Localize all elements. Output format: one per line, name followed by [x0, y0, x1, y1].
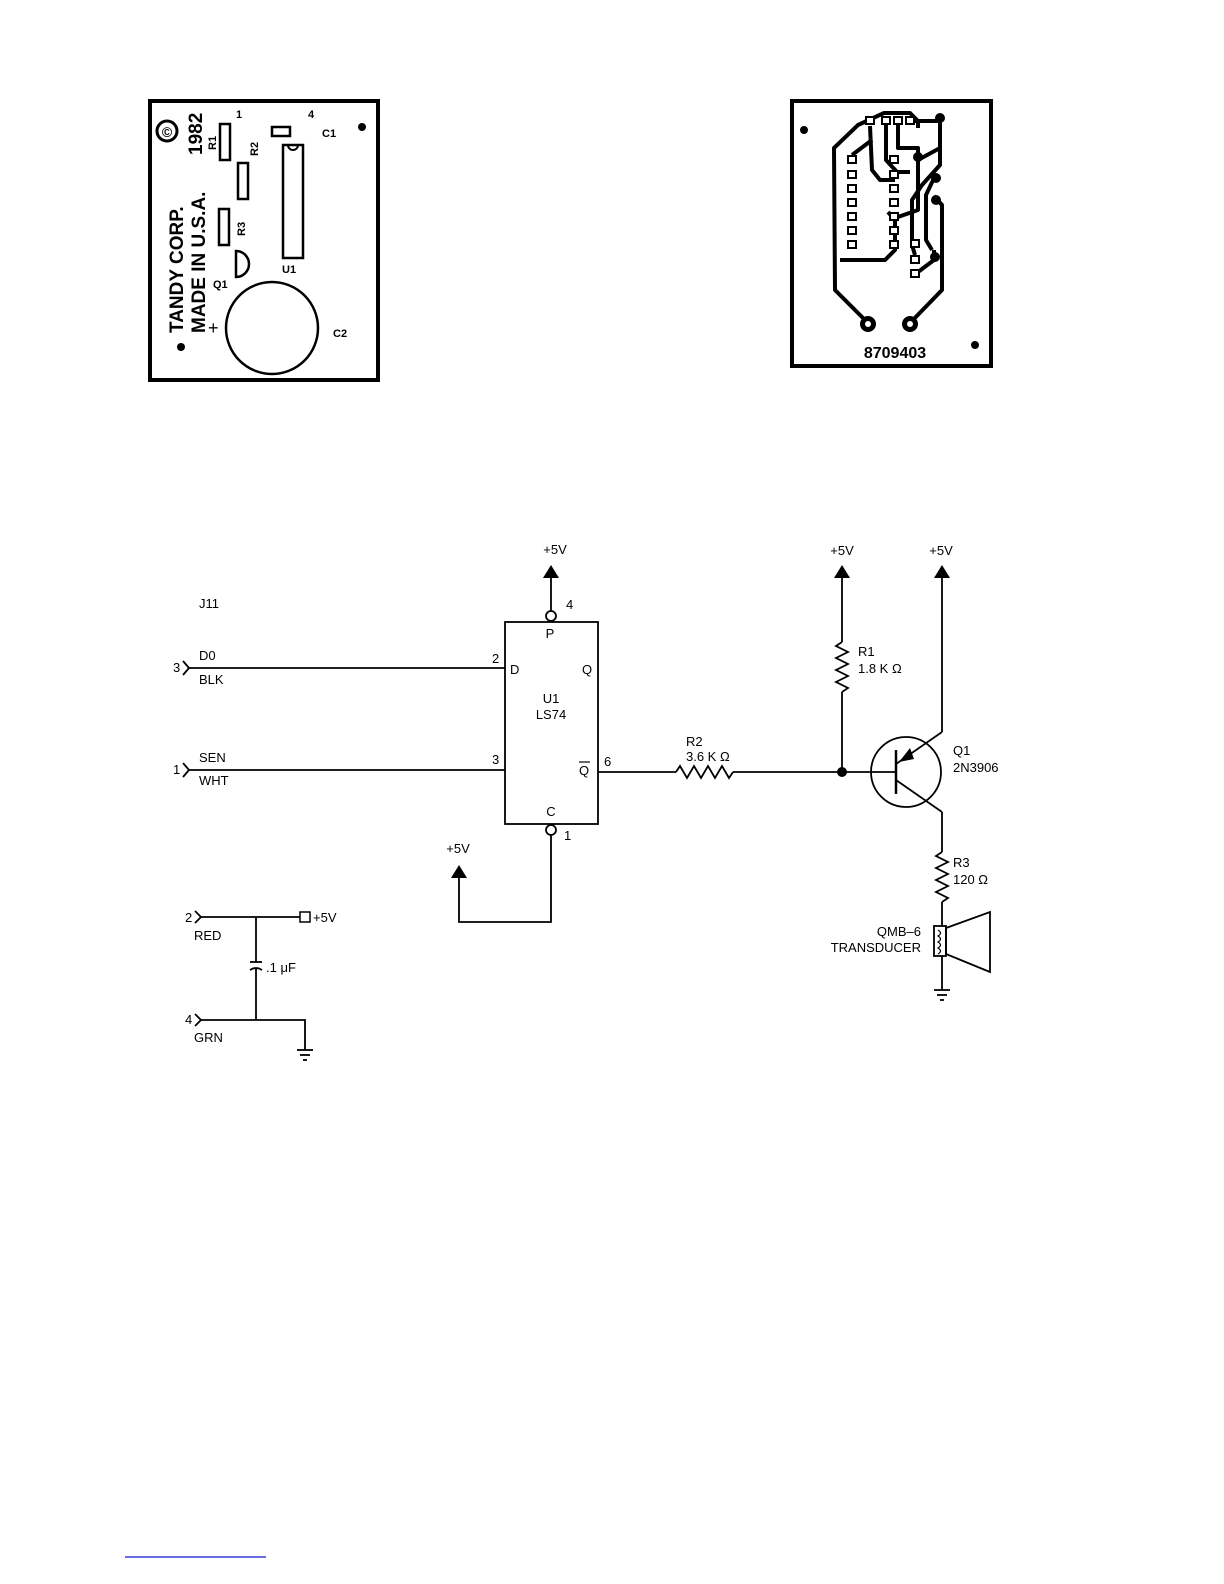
- transducer-label: TRANSDUCER: [831, 940, 921, 955]
- supply-arrow-icon: [934, 565, 950, 578]
- pin-d0-signal: D0: [199, 648, 216, 663]
- board-u1-label: U1: [282, 264, 296, 276]
- mounting-hole: [358, 123, 366, 131]
- pin-sen-number: 1: [173, 762, 180, 777]
- r3-footprint: [219, 209, 229, 245]
- q1-name: Q1: [953, 743, 970, 758]
- ground-icon: [934, 990, 950, 1000]
- c2-footprint: [226, 282, 318, 374]
- supply-arrow-icon: [834, 565, 850, 578]
- mounting-hole: [971, 341, 979, 349]
- board-plus-label: +: [208, 318, 219, 338]
- supply-arrow-icon: [543, 565, 559, 578]
- r3-resistor-icon: [936, 852, 948, 902]
- board-origin: MADE IN U.S.A.: [189, 192, 210, 333]
- board-pin1-label: 1: [236, 109, 242, 121]
- copyright-symbol: ©: [162, 124, 173, 140]
- connector-pin-4-icon: [195, 1014, 201, 1026]
- r3-value: 120 Ω: [953, 872, 988, 887]
- supply-clear-label: +5V: [446, 841, 470, 856]
- r1-name: R1: [858, 644, 875, 659]
- connector-pin-3-icon: [183, 661, 189, 675]
- u1-part: LS74: [536, 707, 566, 722]
- schematic: J11 3 D0 BLK 2 1 SEN WHT 3 P D Q U1 LS74…: [173, 542, 999, 1060]
- mounting-hole: [800, 126, 808, 134]
- supply-terminal-icon: [300, 912, 310, 922]
- r2-resistor-icon: [676, 766, 733, 778]
- r1-value: 1.8 K Ω: [858, 661, 902, 676]
- r2-footprint: [238, 163, 248, 199]
- component-board: © 1982 TANDY CORP. MADE IN U.S.A. R1 1 R…: [150, 101, 378, 380]
- wire-clear: [459, 835, 551, 922]
- pin-red-number: 2: [185, 910, 192, 925]
- connector-pin-2-icon: [195, 911, 201, 923]
- connector-pin-1-icon: [183, 763, 189, 777]
- u1-pin-d-number: 2: [492, 651, 499, 666]
- u1-pin-clk-number: 3: [492, 752, 499, 767]
- board-q1-label: Q1: [213, 279, 228, 291]
- u1-preset-bubble: [546, 611, 556, 621]
- u1-pin-c-number: 1: [564, 828, 571, 843]
- pin-d0-wire: BLK: [199, 672, 224, 687]
- pin-grn-wire: GRN: [194, 1030, 223, 1045]
- u1-pin-qbar-label: Q: [579, 763, 589, 778]
- supply-r1-label: +5V: [830, 543, 854, 558]
- mounting-hole: [177, 343, 185, 351]
- r2-name: R2: [686, 734, 703, 749]
- speaker-icon: [946, 912, 990, 972]
- u1-pin-qbar-number: 6: [604, 754, 611, 769]
- ic-pads: [848, 117, 919, 277]
- pin-sen-signal: SEN: [199, 750, 226, 765]
- capacitor-value: .1 μF: [266, 960, 296, 975]
- r1-footprint: [220, 124, 230, 160]
- pin-grn-number: 4: [185, 1012, 192, 1027]
- q1-footprint: [236, 251, 249, 277]
- u1-name: U1: [543, 691, 560, 706]
- r3-name: R3: [953, 855, 970, 870]
- u1-ls74: [505, 622, 598, 824]
- pin-d0-number: 3: [173, 660, 180, 675]
- board-maker: TANDY CORP.: [167, 206, 188, 333]
- board-year: 1982: [186, 113, 207, 155]
- board-c2-label: C2: [333, 328, 347, 340]
- c1-footprint: [272, 127, 290, 136]
- u1-pin-p-label: P: [546, 626, 555, 641]
- board-r3-label: R3: [236, 222, 248, 236]
- u1-footprint: [283, 145, 303, 258]
- u1-pin-c-label: C: [546, 804, 555, 819]
- board-c1-label: C1: [322, 128, 336, 140]
- u1-pin-p-number: 4: [566, 597, 573, 612]
- supply-arrow-icon: [451, 865, 467, 878]
- q1-emitter-arrow-icon: [899, 748, 914, 762]
- trace-board: 8709403: [792, 101, 991, 366]
- part-number: 8709403: [864, 345, 926, 362]
- transducer-model: QMB–6: [877, 924, 921, 939]
- board-r2-label: R2: [249, 142, 261, 156]
- board-pin4-label: 4: [308, 109, 315, 121]
- r1-resistor-icon: [836, 642, 848, 692]
- r2-value: 3.6 K Ω: [686, 749, 730, 764]
- ground-icon: [297, 1050, 313, 1060]
- pin-sen-wire: WHT: [199, 773, 229, 788]
- pin-red-wire: RED: [194, 928, 221, 943]
- supply-red-label: +5V: [313, 910, 337, 925]
- u1-pin-q-label: Q: [582, 662, 592, 677]
- supply-q1-label: +5V: [929, 543, 953, 558]
- supply-preset-label: +5V: [543, 542, 567, 557]
- connector-label: J11: [199, 596, 219, 611]
- q1-part: 2N3906: [953, 760, 999, 775]
- u1-pin-d-label: D: [510, 662, 519, 677]
- board-r1-label: R1: [207, 136, 219, 150]
- u1-clear-bubble: [546, 825, 556, 835]
